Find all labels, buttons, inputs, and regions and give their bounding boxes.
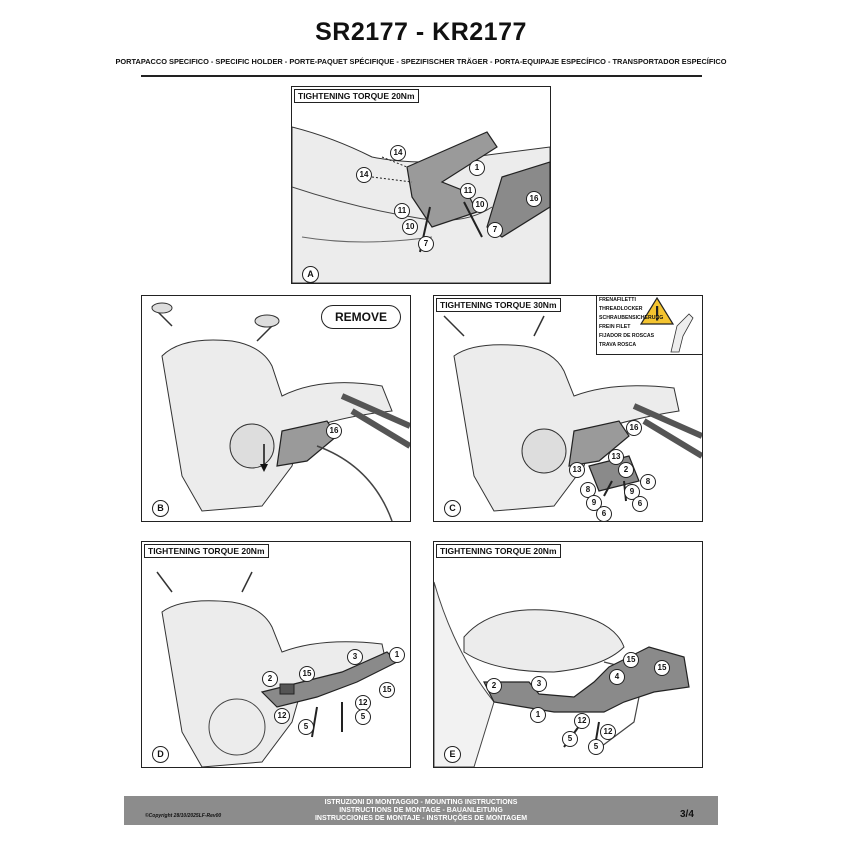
torque-label-a: TIGHTENING TORQUE 20Nm (294, 89, 419, 103)
callout-2: 2 (618, 462, 634, 478)
panel-d-illustration (156, 571, 399, 767)
callout-5: 5 (298, 719, 314, 735)
callout-8: 8 (640, 474, 656, 490)
panel-d: TIGHTENING TORQUE 20Nm 1 3 15 15 2 12 12… (141, 541, 411, 768)
footer-line-1: ISTRUZIONI DI MONTAGGIO - MOUNTING INSTR… (324, 799, 518, 806)
panel-letter-d: D (152, 746, 169, 763)
threadlocker-warning: FRENAFILETTI THREADLOCKER SCHRAUBENSICHE… (596, 295, 703, 355)
callout-13: 13 (608, 449, 624, 465)
callout-15: 15 (623, 652, 639, 668)
callout-6: 6 (632, 496, 648, 512)
footer-line-3: INSTRUCCIONES DE MONTAJE - INSTRUÇÕES DE… (314, 815, 528, 822)
callout-13: 13 (569, 462, 585, 478)
callout-16: 16 (526, 191, 542, 207)
torque-label-c: TIGHTENING TORQUE 30Nm (436, 298, 561, 312)
callout-12: 12 (574, 713, 590, 729)
callout-1: 1 (469, 160, 485, 176)
callout-10: 10 (402, 219, 418, 235)
warning-icon (639, 296, 694, 353)
callout-5: 5 (562, 731, 578, 747)
warning-line: FREIN FILET (599, 324, 631, 330)
document-title: SR2177 - KR2177 (315, 18, 527, 46)
callout-5: 5 (588, 739, 604, 755)
panel-c-illustration (443, 315, 702, 512)
callout-16: 16 (326, 423, 342, 439)
footer-bar: ISTRUZIONI DI MONTAGGIO - MOUNTING INSTR… (124, 796, 718, 825)
callout-6: 6 (596, 506, 612, 521)
panel-e: TIGHTENING TORQUE 20Nm 15 15 4 2 3 1 12 … (433, 541, 703, 768)
callout-7: 7 (487, 222, 503, 238)
callout-2: 2 (486, 678, 502, 694)
panel-letter-a: A (302, 266, 319, 283)
callout-14: 14 (356, 167, 372, 183)
callout-7: 7 (418, 236, 434, 252)
callout-16: 16 (626, 420, 642, 436)
warning-line: FIJADOR DE ROSCAS (599, 333, 655, 339)
torque-label-d: TIGHTENING TORQUE 20Nm (144, 544, 269, 558)
panel-letter-e: E (444, 746, 461, 763)
callout-15: 15 (654, 660, 670, 676)
callout-12: 12 (274, 708, 290, 724)
torque-label-e: TIGHTENING TORQUE 20Nm (436, 544, 561, 558)
panel-a-illustration (292, 126, 550, 283)
warning-line: TRAVA ROSCA (599, 342, 637, 348)
warning-line: FRENAFILETTI (599, 297, 636, 303)
callout-3: 3 (531, 676, 547, 692)
panel-letter-b: B (152, 500, 169, 517)
callout-1: 1 (389, 647, 405, 663)
warning-line: THREADLOCKER (599, 306, 643, 312)
callout-3: 3 (347, 649, 363, 665)
remove-label: REMOVE (321, 305, 401, 329)
callout-2: 2 (262, 671, 278, 687)
header-rule (141, 75, 702, 77)
page-number: 3/4 (680, 809, 694, 820)
panel-a: TIGHTENING TORQUE 20Nm 14 14 1 11 10 11 … (291, 86, 551, 284)
copyright: ©Copyright 28/10/2025LF-Rev00 (145, 813, 222, 819)
callout-4: 4 (609, 669, 625, 685)
panel-b: REMOVE 16 B (141, 295, 411, 522)
callout-15: 15 (379, 682, 395, 698)
footer-line-2: INSTRUCTIONS DE MONTAGE - BAUANLEITUNG (339, 807, 503, 814)
callout-11: 11 (460, 183, 476, 199)
callout-14: 14 (390, 145, 406, 161)
document-subtitle: PORTAPACCO SPECIFICO - SPECIFIC HOLDER -… (115, 57, 727, 66)
callout-10: 10 (472, 197, 488, 213)
warning-line: SCHRAUBENSICHERUNG (599, 315, 664, 321)
callout-15: 15 (299, 666, 315, 682)
panel-b-illustration (151, 302, 410, 521)
callout-1: 1 (530, 707, 546, 723)
callout-12: 12 (600, 724, 616, 740)
callout-11: 11 (394, 203, 410, 219)
panel-letter-c: C (444, 500, 461, 517)
callout-5: 5 (355, 709, 371, 725)
